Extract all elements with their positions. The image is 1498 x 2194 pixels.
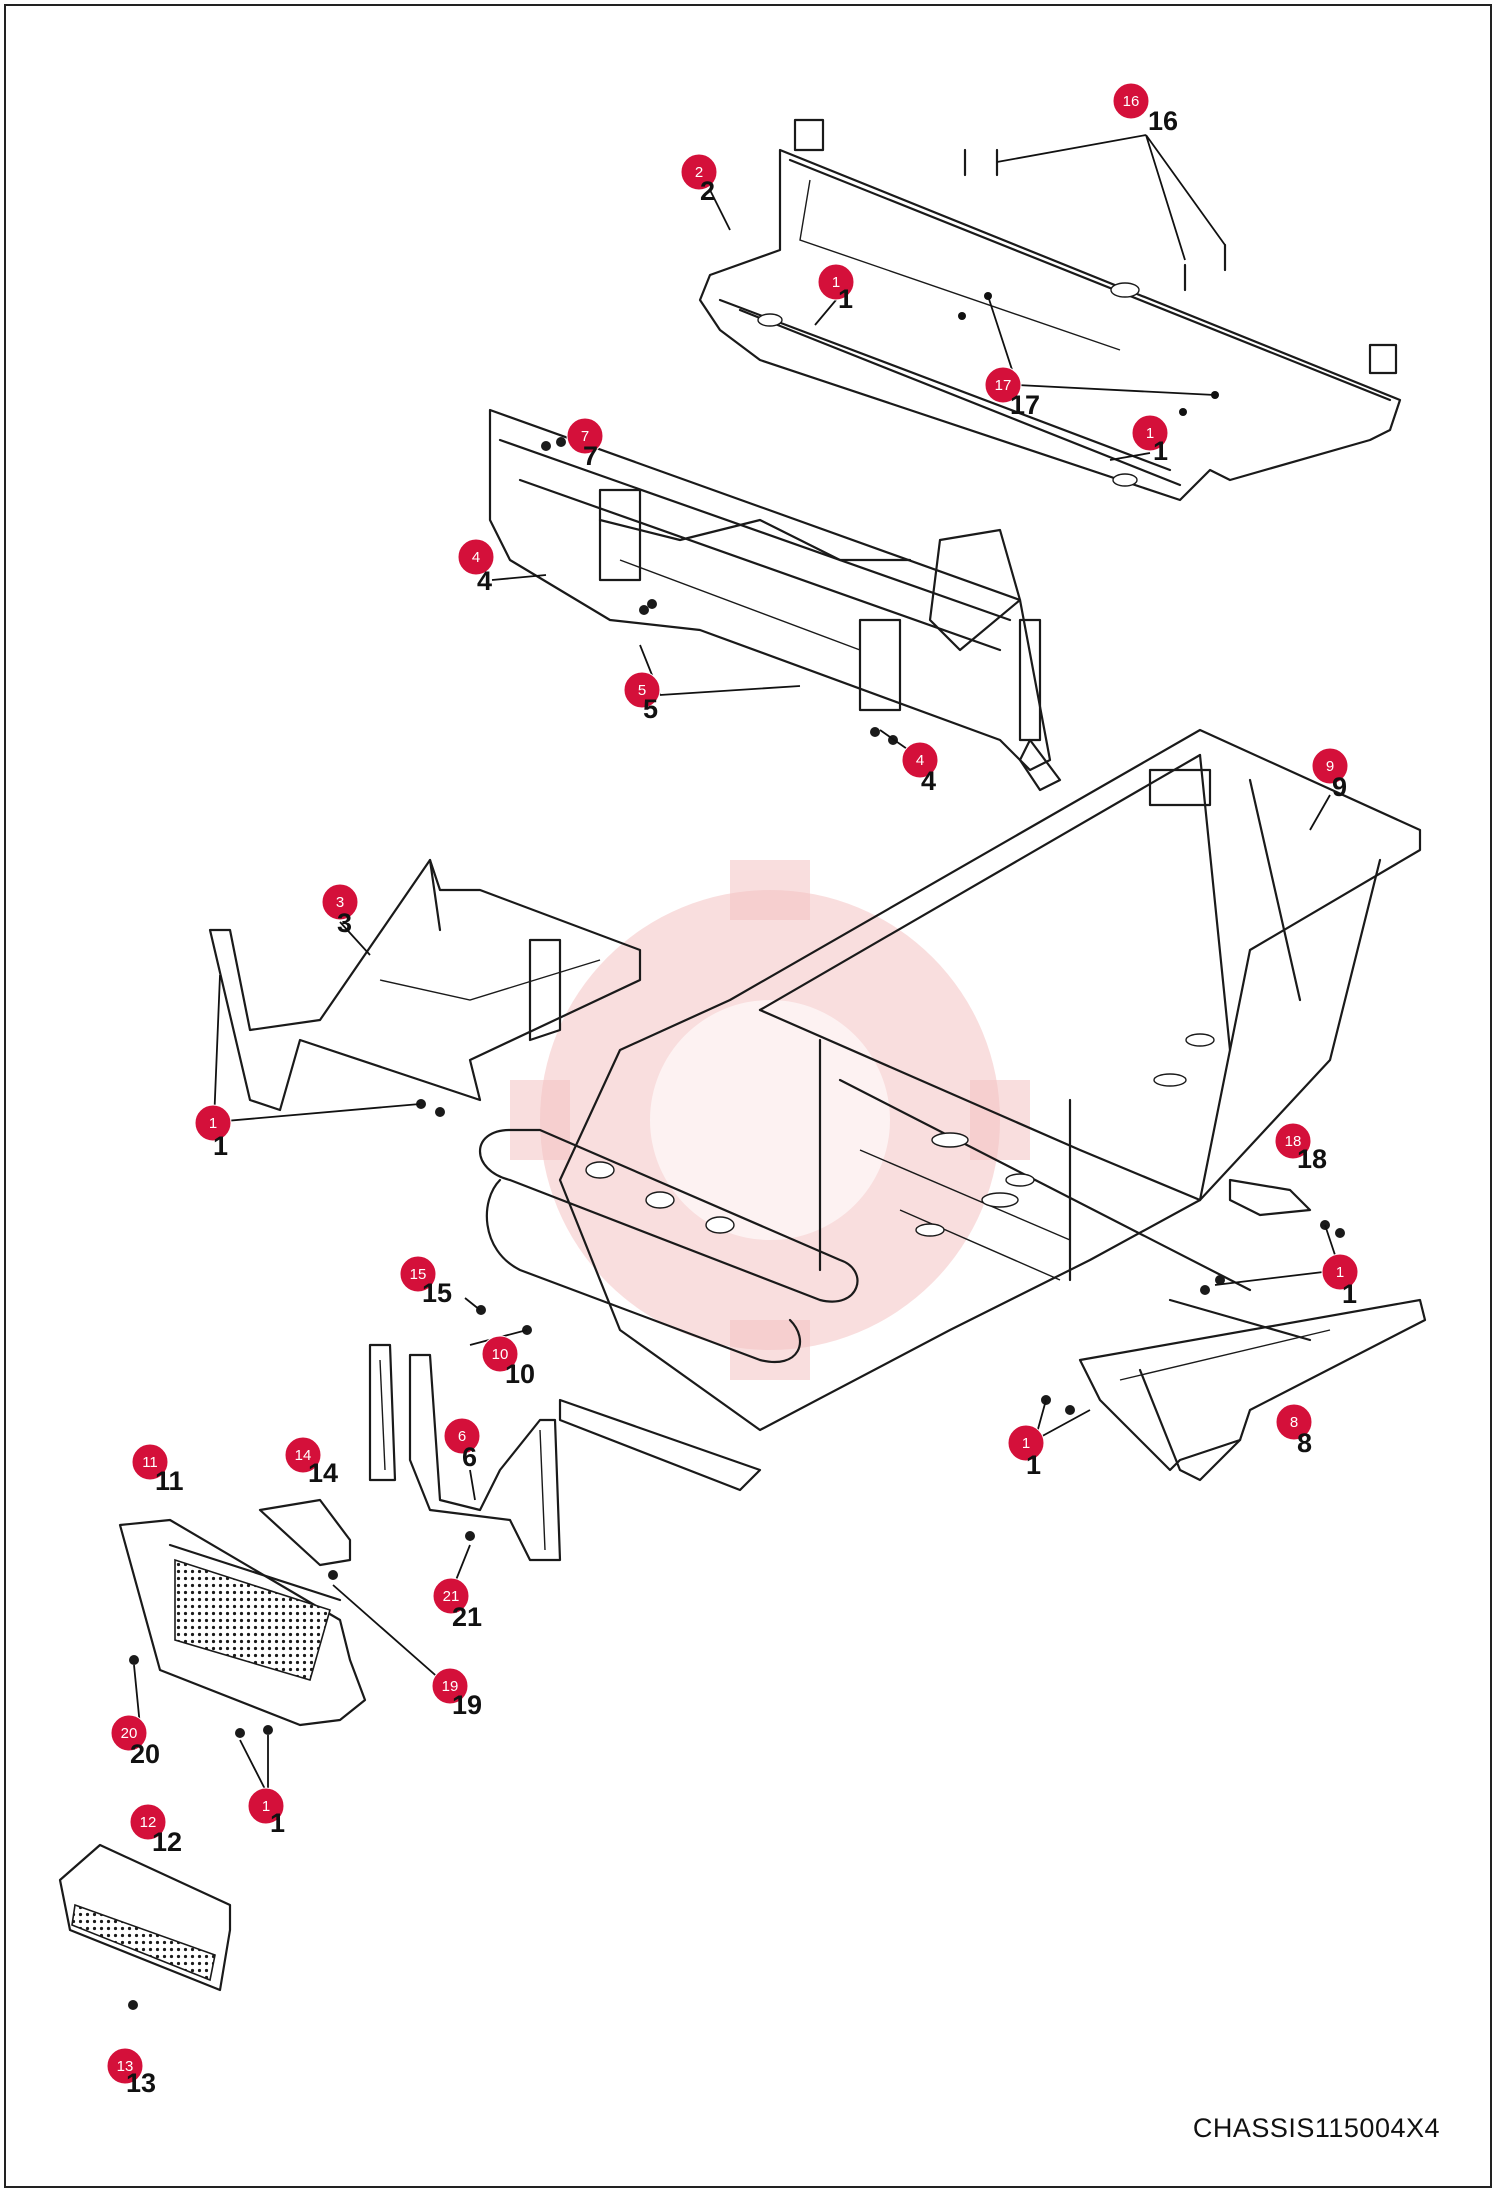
callout-number-17: 17 bbox=[1010, 390, 1040, 420]
svg-text:12: 12 bbox=[140, 1814, 157, 1831]
drawing-code-label: CHASSIS115004X4 bbox=[1192, 2113, 1440, 2143]
rear-subframe bbox=[488, 408, 1062, 792]
callout-number-1-e: 1 bbox=[1026, 1450, 1041, 1480]
front-grille-housing bbox=[118, 1518, 367, 1727]
callout-3[interactable]: 3 bbox=[321, 883, 359, 921]
svg-text:10: 10 bbox=[492, 1346, 509, 1363]
callout-number-14: 14 bbox=[308, 1458, 338, 1488]
callout-4-b[interactable]: 4 bbox=[901, 741, 939, 779]
front-side-plates bbox=[368, 1343, 562, 1562]
callout-number-1-c: 1 bbox=[213, 1131, 228, 1161]
svg-text:1: 1 bbox=[1022, 1435, 1030, 1452]
svg-text:1: 1 bbox=[262, 1798, 270, 1815]
diagram-frame bbox=[4, 4, 1492, 2188]
callout-1-a[interactable]: 1 bbox=[817, 263, 855, 301]
callout-number-12: 12 bbox=[152, 1827, 182, 1857]
callout-number-7: 7 bbox=[583, 441, 598, 471]
callout-15[interactable]: 15 bbox=[399, 1255, 437, 1293]
svg-text:6: 6 bbox=[458, 1428, 466, 1445]
callout-number-1-d: 1 bbox=[1342, 1279, 1357, 1309]
svg-text:15: 15 bbox=[410, 1266, 427, 1283]
callout-number-21: 21 bbox=[452, 1602, 482, 1632]
callout-number-1-b: 1 bbox=[1153, 436, 1168, 466]
svg-text:13: 13 bbox=[117, 2058, 134, 2075]
svg-text:7: 7 bbox=[581, 428, 589, 445]
svg-text:16: 16 bbox=[1123, 93, 1140, 110]
callout-20[interactable]: 20 bbox=[110, 1714, 148, 1752]
callout-number-8: 8 bbox=[1297, 1428, 1312, 1458]
callout-7[interactable]: 7 bbox=[566, 417, 604, 455]
callout-number-13: 13 bbox=[126, 2068, 156, 2098]
callout-number-16: 16 bbox=[1148, 106, 1178, 136]
callout-number-18: 18 bbox=[1297, 1144, 1327, 1174]
callout-4-a[interactable]: 4 bbox=[457, 538, 495, 576]
front-grille-panel bbox=[58, 1843, 232, 1992]
callout-number-3: 3 bbox=[337, 908, 352, 938]
callout-12[interactable]: 12 bbox=[129, 1803, 167, 1841]
callout-17[interactable]: 17 bbox=[984, 366, 1022, 404]
callout-number-5: 5 bbox=[643, 694, 658, 724]
callout-number-4-b: 4 bbox=[921, 766, 936, 796]
callout-11[interactable]: 11 bbox=[131, 1443, 169, 1481]
callout-2[interactable]: 2 bbox=[680, 153, 718, 191]
callout-number-20: 20 bbox=[130, 1739, 160, 1769]
front-bumper-tube bbox=[478, 1128, 859, 1492]
bracket-18 bbox=[1228, 1178, 1312, 1217]
callout-19[interactable]: 19 bbox=[431, 1667, 469, 1705]
plate-14 bbox=[258, 1498, 352, 1567]
callout-number-4-a: 4 bbox=[477, 566, 492, 596]
callout-6[interactable]: 6 bbox=[443, 1417, 481, 1455]
callout-number-10: 10 bbox=[505, 1359, 535, 1389]
callout-number-1-a: 1 bbox=[838, 284, 853, 314]
svg-text:21: 21 bbox=[443, 1588, 460, 1605]
svg-text:3: 3 bbox=[336, 894, 344, 911]
callout-1-d[interactable]: 1 bbox=[1321, 1253, 1359, 1291]
svg-text:1: 1 bbox=[209, 1115, 217, 1132]
callout-number-19: 19 bbox=[452, 1690, 482, 1720]
callout-8[interactable]: 8 bbox=[1275, 1403, 1313, 1441]
svg-text:4: 4 bbox=[472, 549, 480, 566]
svg-text:4: 4 bbox=[916, 752, 924, 769]
svg-text:9: 9 bbox=[1326, 758, 1334, 775]
callout-number-1-f: 1 bbox=[270, 1808, 285, 1838]
right-footrest-tube bbox=[1078, 1298, 1427, 1482]
svg-text:19: 19 bbox=[442, 1678, 459, 1695]
main-chassis-frame bbox=[558, 728, 1422, 1432]
callout-1-f[interactable]: 1 bbox=[247, 1787, 285, 1825]
svg-text:18: 18 bbox=[1285, 1133, 1302, 1150]
rear-rack-frame bbox=[698, 118, 1402, 502]
callout-number-2: 2 bbox=[700, 176, 715, 206]
svg-text:17: 17 bbox=[995, 377, 1012, 394]
callout-number-6: 6 bbox=[462, 1442, 477, 1472]
callout-1-c[interactable]: 1 bbox=[194, 1104, 232, 1142]
svg-text:20: 20 bbox=[121, 1725, 138, 1742]
callout-9[interactable]: 9 bbox=[1311, 747, 1349, 785]
svg-text:1: 1 bbox=[832, 274, 840, 291]
callout-16[interactable]: 16 bbox=[1112, 82, 1150, 120]
callout-number-9: 9 bbox=[1332, 772, 1347, 802]
left-floor-pan bbox=[208, 858, 642, 1112]
callout-13[interactable]: 13 bbox=[106, 2047, 144, 2085]
callout-number-15: 15 bbox=[422, 1278, 452, 1308]
callouts: 16 16 2 2 1 1 17 17 1 1 7 7 4 4 5 5 bbox=[106, 82, 1359, 2098]
callout-14[interactable]: 14 bbox=[284, 1436, 322, 1474]
callout-number-11: 11 bbox=[155, 1466, 184, 1496]
svg-text:14: 14 bbox=[295, 1447, 312, 1464]
callout-10[interactable]: 10 bbox=[481, 1335, 519, 1373]
svg-text:2: 2 bbox=[695, 164, 703, 181]
callout-1-b[interactable]: 1 bbox=[1131, 414, 1169, 452]
callout-1-e[interactable]: 1 bbox=[1007, 1424, 1045, 1462]
callout-5[interactable]: 5 bbox=[623, 671, 661, 709]
callout-18[interactable]: 18 bbox=[1274, 1122, 1312, 1160]
callout-21[interactable]: 21 bbox=[432, 1577, 470, 1615]
svg-text:5: 5 bbox=[638, 682, 646, 699]
svg-text:1: 1 bbox=[1146, 425, 1154, 442]
svg-text:1: 1 bbox=[1336, 1264, 1344, 1281]
svg-text:8: 8 bbox=[1290, 1414, 1298, 1431]
svg-text:11: 11 bbox=[142, 1454, 158, 1471]
